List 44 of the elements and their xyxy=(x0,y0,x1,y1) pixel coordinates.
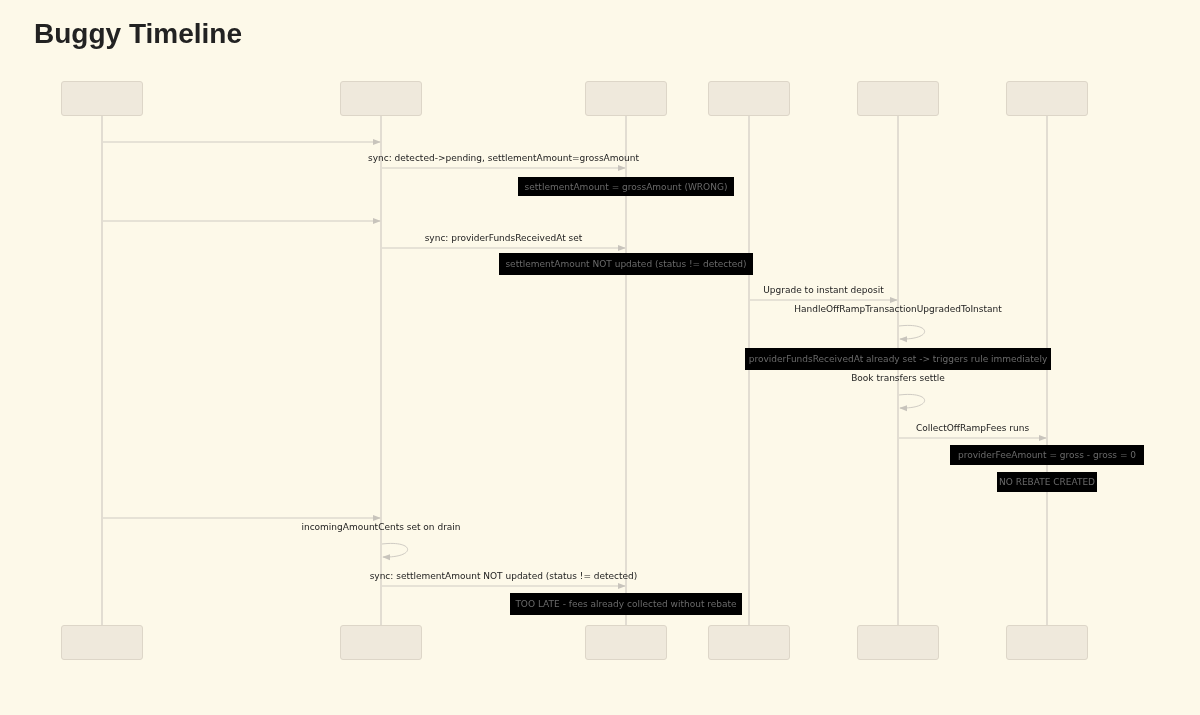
note-box xyxy=(997,472,1097,492)
participant-box xyxy=(585,625,667,660)
note-box xyxy=(499,253,753,275)
participant-box xyxy=(61,81,143,116)
note-box xyxy=(510,593,742,615)
message-arrow xyxy=(381,164,626,172)
message-label: Book transfers settle xyxy=(851,373,945,383)
message-label: HandleOffRampTransactionUpgradedToInstant xyxy=(794,304,1002,314)
message-arrow xyxy=(102,217,381,225)
note-text: providerFeeAmount = gross - gross = 0 xyxy=(957,450,1136,460)
participant-box xyxy=(340,625,422,660)
note-box xyxy=(518,177,734,196)
message-arrow xyxy=(381,244,626,252)
participant-box xyxy=(340,81,422,116)
message-label: sync: settlementAmount NOT updated (status != detected) xyxy=(369,571,638,581)
note-text: providerFundsReceivedAt already set -> triggers rule immediately xyxy=(748,354,1048,364)
note-text: settlementAmount NOT updated (status != detected) xyxy=(505,259,747,269)
self-message-arrow xyxy=(898,324,926,343)
participant-box xyxy=(1006,625,1088,660)
participant-box xyxy=(708,81,790,116)
participant-box xyxy=(1006,81,1088,116)
message-arrow xyxy=(898,434,1047,442)
message-arrow xyxy=(381,582,626,590)
message-label: incomingAmountCents set on drain xyxy=(301,522,461,532)
self-message-arrow xyxy=(381,542,409,561)
message-arrow xyxy=(749,296,898,304)
message-label: Upgrade to instant deposit xyxy=(763,285,884,295)
participant-box xyxy=(857,625,939,660)
participant-box xyxy=(708,625,790,660)
note-text: TOO LATE - fees already collected without rebate xyxy=(515,599,737,609)
note-box xyxy=(950,445,1144,465)
participant-box xyxy=(857,81,939,116)
message-label: sync: detected->pending, settlementAmount=grossAmount xyxy=(368,153,639,163)
participant-box xyxy=(585,81,667,116)
self-message-arrow xyxy=(898,393,926,412)
message-arrow xyxy=(102,138,381,146)
diagram-title: Buggy Timeline xyxy=(34,18,242,50)
participant-box xyxy=(61,625,143,660)
message-label: CollectOffRampFees runs xyxy=(915,423,1030,433)
note-text: NO REBATE CREATED xyxy=(998,477,1096,487)
note-text: settlementAmount = grossAmount (WRONG) xyxy=(524,181,728,192)
message-arrow xyxy=(102,514,381,522)
message-label: sync: providerFundsReceivedAt set xyxy=(424,233,583,243)
note-box xyxy=(745,348,1051,370)
